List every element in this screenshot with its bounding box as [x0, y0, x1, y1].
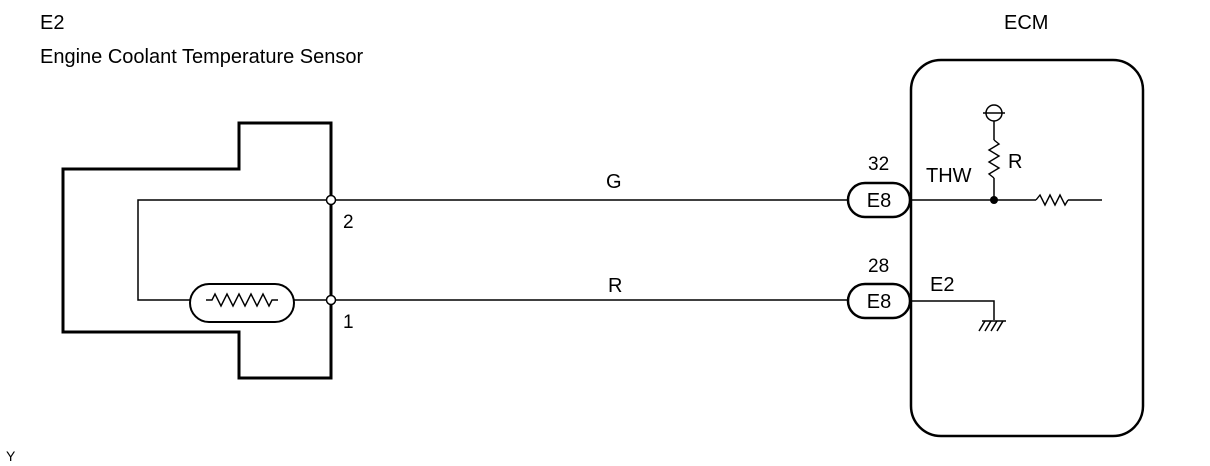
sensor-terminal-1: [325, 294, 337, 306]
ecm-box: [909, 58, 1145, 438]
sensor-pin-2: 2: [343, 212, 354, 233]
footer-mark: Y: [6, 448, 16, 464]
ground-icon: [978, 320, 1006, 332]
sensor-internal-wire: [137, 199, 331, 301]
connector-id-2: E8: [867, 291, 891, 313]
wire-color-r: R: [608, 275, 622, 297]
voltage-source-icon: [983, 104, 1005, 122]
signal-e2: E2: [930, 274, 954, 296]
wire-color-g: G: [606, 171, 622, 193]
connector-e8-pin28: E8: [846, 282, 912, 320]
pullup-label: R: [1008, 151, 1022, 173]
thermistor-icon: [189, 283, 295, 323]
connector-e8-pin32: E8: [846, 181, 912, 219]
sensor-terminal-2: [325, 194, 337, 206]
sensor-name: Engine Coolant Temperature Sensor: [40, 46, 364, 68]
signal-thw: THW: [926, 165, 972, 187]
ecm-title: ECM: [1004, 12, 1048, 34]
connector-id-1: E8: [867, 190, 891, 212]
sensor-code: E2: [40, 12, 64, 34]
connector-pin-32: 32: [868, 154, 889, 175]
sensor-pin-1: 1: [343, 312, 354, 333]
sensor-housing: [61, 121, 333, 380]
pullup-resistor-icon: [987, 139, 1001, 179]
e2-ground-wire: [911, 300, 995, 320]
connector-pin-28: 28: [868, 256, 889, 277]
internal-resistor-icon: [1035, 193, 1069, 207]
